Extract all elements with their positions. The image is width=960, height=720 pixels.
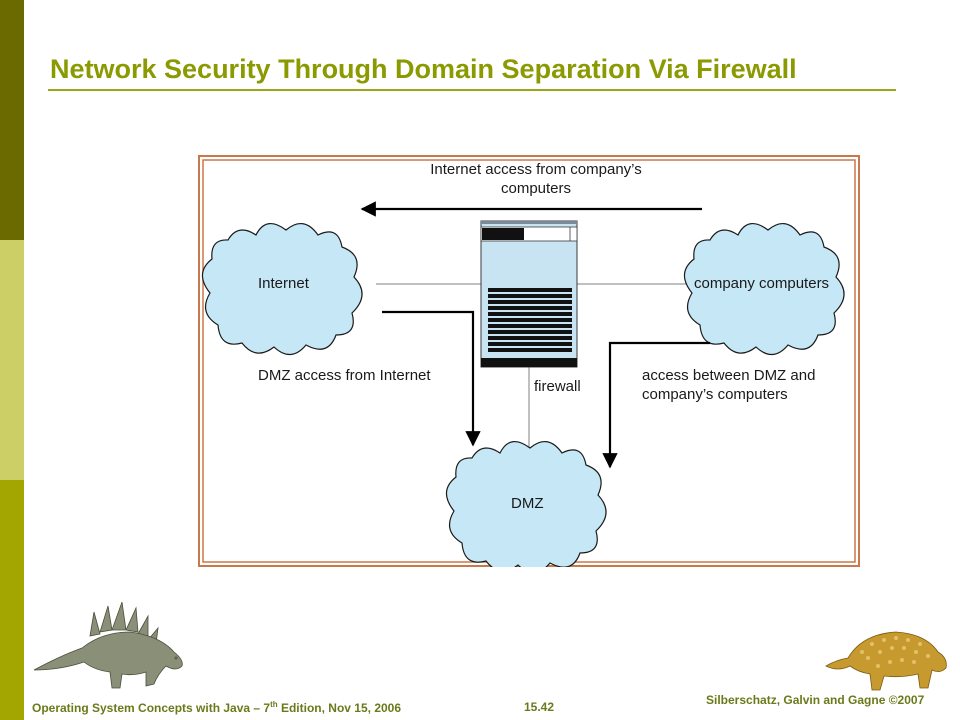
title-underline — [48, 89, 896, 91]
footer-book-title-prefix: Operating System Concepts with Java – 7 — [32, 701, 271, 715]
footer-page-number: 15.42 — [524, 700, 555, 714]
sidebar-band-mid — [0, 480, 24, 720]
footer-book-title-suffix: Edition, Nov 15, 2006 — [277, 701, 402, 715]
company-cloud-label: company computers — [694, 275, 830, 292]
sidebar-band-light — [0, 240, 24, 480]
footer-book-title-sup: th — [270, 700, 278, 709]
ankylosaurus-icon — [825, 631, 947, 691]
diagram-canvas — [198, 155, 860, 567]
dmz-access-label: DMZ access from Internet — [258, 367, 431, 384]
company-cloud — [683, 223, 845, 356]
stegosaurus-icon — [33, 601, 183, 689]
firewall-label: firewall — [534, 378, 581, 395]
internet-cloud-label: Internet — [258, 275, 309, 292]
internet-cloud — [201, 223, 363, 356]
slide-title: Network Security Through Domain Separati… — [50, 54, 797, 84]
dmz-cloud — [445, 441, 607, 567]
sidebar-band-dark — [0, 0, 24, 240]
access-between-label: access between DMZ and company’s compute… — [642, 367, 816, 403]
internet-access-label: Internet access from company’s computers — [430, 161, 642, 197]
dmz-cloud-label: DMZ — [511, 495, 544, 512]
dmz-access-arrow — [382, 310, 481, 447]
footer-book-title: Operating System Concepts with Java – 7t… — [32, 700, 401, 715]
company-dmz-arrow — [602, 341, 710, 469]
network-diagram: Internet access from company’s computers… — [198, 155, 860, 567]
firewall-icon — [480, 220, 578, 368]
footer-authors: Silberschatz, Galvin and Gagne ©2007 — [706, 693, 925, 707]
